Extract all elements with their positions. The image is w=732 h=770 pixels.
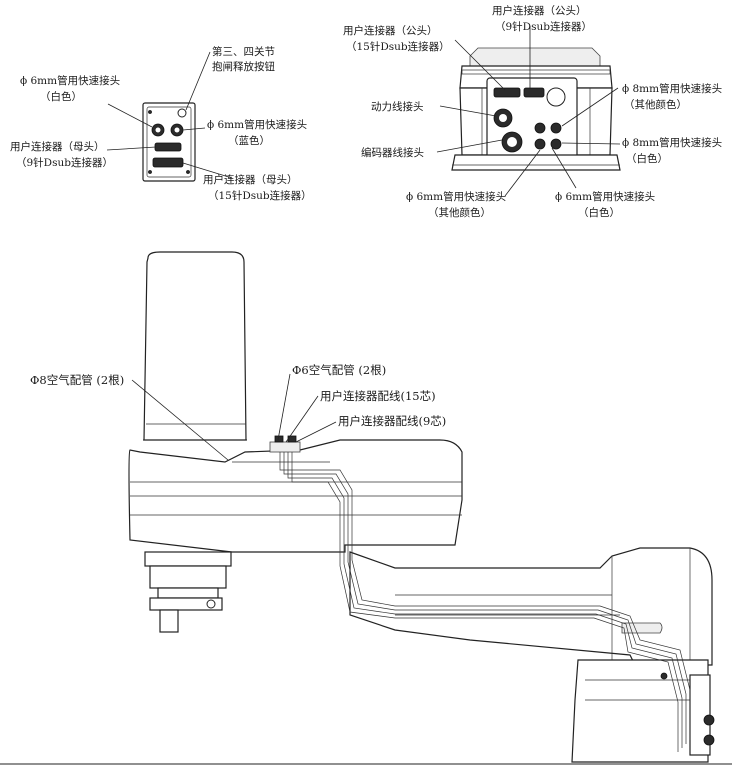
label-air-pipe-6: Φ6空气配管 (2根) (292, 363, 386, 377)
label-fitting-6-other-2: （其他颜色） (428, 206, 491, 219)
label-air-pipe-8: Φ8空气配管 (2根) (30, 373, 124, 387)
label-user-conn-15-male-1: 用户连接器（公头） (343, 24, 438, 37)
label-fitting-blue-1: ϕ 6mm管用快速接头 (207, 118, 307, 131)
base-rear-view (451, 47, 621, 171)
label-brake-button-1: 第三、四关节 (212, 45, 275, 58)
label-user-conn-9-2: （9针Dsub连接器） (16, 156, 113, 169)
label-user-conn-9-1: 用户连接器（母头） (10, 140, 105, 153)
label-wire-9: 用户连接器配线(9芯) (338, 414, 446, 428)
label-user-conn-9-male-2: （9针Dsub连接器） (495, 20, 592, 33)
label-fitting-blue-2: （蓝色） (228, 134, 270, 147)
label-user-conn-9-male-1: 用户连接器（公头） (492, 4, 587, 17)
label-brake-button-2: 抱闸释放按钮 (212, 60, 275, 73)
label-fitting-8-white-2: （白色） (626, 152, 668, 165)
left-connector-panel (142, 102, 196, 182)
label-fitting-white-2: （白色） (40, 90, 82, 103)
label-user-conn-15-male-2: （15针Dsub连接器） (346, 40, 450, 53)
label-fitting-8-white-1: ϕ 8mm管用快速接头 (622, 136, 722, 149)
main-leaders (131, 373, 337, 461)
label-fitting-6-other-1: ϕ 6mm管用快速接头 (406, 190, 506, 203)
label-encoder-conn: 编码器线接头 (361, 146, 424, 159)
label-wire-15: 用户连接器配线(15芯) (320, 389, 436, 403)
label-user-conn-15-1: 用户连接器（母头） (203, 173, 298, 186)
left-detail-leaders (106, 51, 233, 179)
label-fitting-6-white-1: ϕ 6mm管用快速接头 (555, 190, 655, 203)
label-fitting-white-1: ϕ 6mm管用快速接头 (20, 74, 120, 87)
label-user-conn-15-2: （15针Dsub连接器） (208, 189, 312, 202)
label-fitting-8-other-1: ϕ 8mm管用快速接头 (622, 82, 722, 95)
label-fitting-6-white-2: （白色） (578, 206, 620, 219)
right-detail-leaders (436, 26, 621, 197)
label-fitting-8-other-2: （其他颜色） (624, 98, 687, 111)
label-power-conn: 动力线接头 (371, 100, 424, 113)
scara-robot-drawing (128, 251, 715, 763)
